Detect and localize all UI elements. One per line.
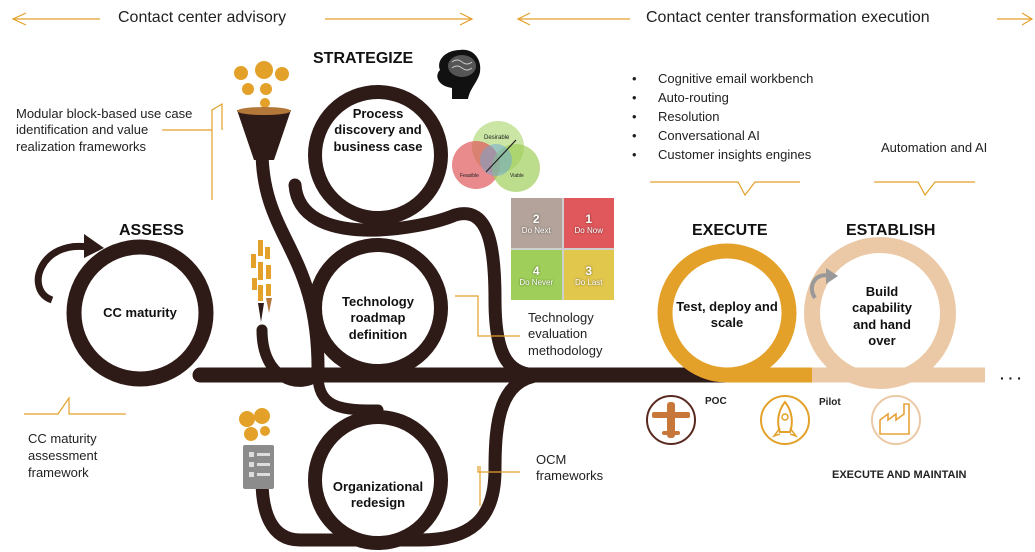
funnel-icon	[237, 107, 291, 160]
advisory-arrow	[11, 12, 474, 26]
bullet-item: Auto-routing	[630, 88, 813, 107]
head-brain-icon	[437, 49, 481, 99]
process-ring	[308, 85, 448, 225]
ocm-note: OCM frameworks	[536, 452, 604, 484]
execution-header: Contact center transformation execution	[646, 9, 930, 26]
assess-label: ASSESS	[119, 222, 184, 239]
ellipsis: · · ·	[1000, 370, 1022, 386]
bullet-item: Customer insights engines	[630, 145, 813, 164]
cc-maturity-label: CC maturity	[103, 305, 177, 320]
test-deploy-label: Test, deploy and scale	[676, 299, 778, 331]
strategize-label: STRATEGIZE	[313, 50, 414, 67]
venn-desirable: Desirable	[484, 135, 510, 141]
bullet-item: Resolution	[630, 107, 813, 126]
automation-note: Automation and AI	[881, 140, 988, 155]
coins-lower-icon	[239, 408, 270, 441]
rocket-icon	[760, 395, 810, 445]
venn-icon: Desirable Feasible Viable	[452, 121, 540, 192]
execute-maintain-label: EXECUTE AND MAINTAIN	[832, 469, 967, 481]
execute-label: EXECUTE	[692, 222, 768, 239]
pencil-stack-icon	[251, 240, 272, 322]
establish-label: ESTABLISH	[846, 222, 936, 239]
advisory-header: Contact center advisory	[118, 9, 287, 26]
bullet-item: Cognitive email workbench	[630, 69, 813, 88]
venn-viable: Viable	[510, 173, 524, 179]
execution-arrow	[516, 12, 1034, 26]
build-label: Build capability and hand over	[852, 284, 912, 348]
venn-feasible: Feasible	[460, 173, 479, 179]
tech-eval-note: Technology evaluation methodology	[528, 310, 603, 358]
plane-icon	[646, 395, 696, 445]
org-redesign-label: Organizational redesign	[332, 479, 424, 511]
refresh-icon	[809, 268, 838, 300]
bullet-list: Cognitive email workbench Auto-routing R…	[630, 69, 813, 164]
cc-framework-note: CC maturity assessment framework	[28, 431, 98, 480]
process-label: Process discovery and business case	[333, 106, 423, 154]
bullet-item: Conversational AI	[630, 126, 813, 145]
checklist-icon	[243, 445, 274, 489]
factory-icon	[871, 395, 921, 445]
org-redesign-ring	[308, 410, 448, 550]
modular-note: Modular block-based use case identificat…	[16, 106, 193, 154]
coins-icon	[234, 61, 289, 108]
poc-label: POC	[705, 396, 727, 407]
connector-lines	[24, 102, 975, 506]
cc-maturity-ring	[66, 239, 214, 387]
cycle-arrow-icon	[34, 234, 104, 304]
pilot-label: Pilot	[819, 397, 841, 408]
tech-roadmap-ring	[308, 238, 448, 378]
tech-roadmap-label: Technology roadmap definition	[342, 294, 414, 342]
